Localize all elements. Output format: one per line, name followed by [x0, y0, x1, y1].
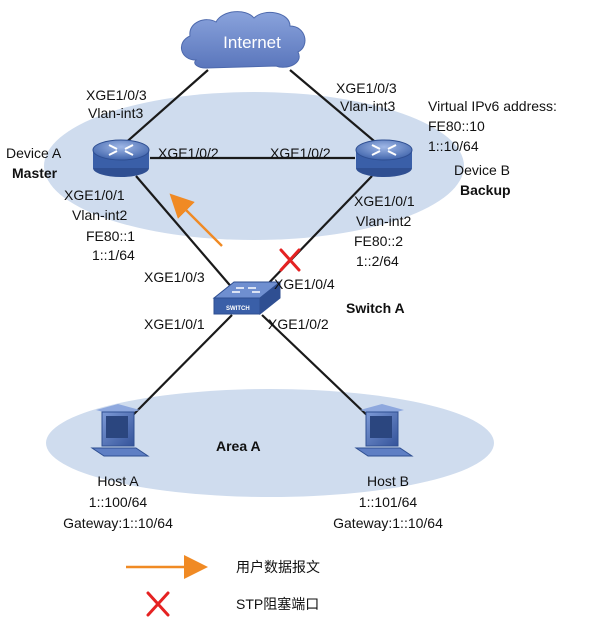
internet-cloud: Internet — [181, 11, 306, 69]
switch-a-name: Switch A — [346, 300, 405, 316]
device-b-name: Device B — [454, 162, 510, 178]
links — [121, 69, 381, 421]
switch-badge: SWITCH — [226, 306, 250, 312]
stp-blocked-cross-icon — [279, 248, 301, 272]
link-switch-host-a — [127, 314, 233, 421]
host-b-addr: 1::101/64 — [359, 494, 418, 510]
device-a-role: Master — [12, 165, 58, 181]
user-traffic-arrow — [169, 193, 223, 247]
link-internet-device-b — [289, 69, 381, 147]
legend-arrow-label: 用户数据报文 — [236, 559, 320, 575]
switch-a-port-2: XGE1/0/2 — [268, 316, 329, 332]
link-device-a-switch — [135, 175, 235, 291]
legend: 用户数据报文 STP阻塞端口 — [126, 555, 320, 617]
internet-label: Internet — [223, 33, 281, 52]
device-a-vlan-up: Vlan-int3 — [88, 105, 143, 121]
switch-a-port-3: XGE1/0/3 — [144, 269, 205, 285]
host-b-icon — [354, 404, 414, 457]
switch-a-port-1: XGE1/0/1 — [144, 316, 205, 332]
switch-a-port-4: XGE1/0/4 — [274, 276, 335, 292]
device-b-port-down: XGE1/0/1 — [354, 193, 415, 209]
host-a-icon — [90, 404, 150, 457]
virtual-address-global: 1::10/64 — [428, 138, 479, 154]
legend-cross-label: STP阻塞端口 — [236, 596, 319, 612]
legend-cross-icon — [146, 591, 170, 617]
virtual-address-title: Virtual IPv6 address: — [428, 98, 557, 114]
device-a-ll-addr: FE80::1 — [86, 228, 135, 244]
host-b-name: Host B — [367, 473, 409, 489]
switch-a-icon: SWITCH — [212, 280, 282, 316]
device-b-port-up: XGE1/0/3 — [336, 80, 397, 96]
device-a-name: Device A — [6, 145, 62, 161]
device-b-vlan-down: Vlan-int2 — [356, 213, 411, 229]
device-b-role: Backup — [460, 182, 511, 198]
area-a-label: Area A — [216, 438, 261, 454]
host-a-name: Host A — [97, 473, 139, 489]
device-b-addr: 1::2/64 — [356, 253, 399, 269]
virtual-address-ll: FE80::10 — [428, 118, 485, 134]
device-b-port-left: XGE1/0/2 — [270, 145, 331, 161]
device-a-vlan-down: Vlan-int2 — [72, 207, 127, 223]
host-a-addr: 1::100/64 — [89, 494, 148, 510]
device-b-ll-addr: FE80::2 — [354, 233, 403, 249]
device-a-port-right: XGE1/0/2 — [158, 145, 219, 161]
device-b-icon — [355, 139, 413, 177]
host-b-gateway: Gateway:1::10/64 — [333, 515, 443, 531]
device-a-icon — [92, 139, 150, 177]
link-internet-device-a — [121, 69, 209, 147]
link-switch-host-b — [261, 314, 373, 421]
device-a-port-down: XGE1/0/1 — [64, 187, 125, 203]
device-b-vlan-up: Vlan-int3 — [340, 98, 395, 114]
host-a-gateway: Gateway:1::10/64 — [63, 515, 173, 531]
device-a-addr: 1::1/64 — [92, 247, 135, 263]
device-a-port-up: XGE1/0/3 — [86, 87, 147, 103]
